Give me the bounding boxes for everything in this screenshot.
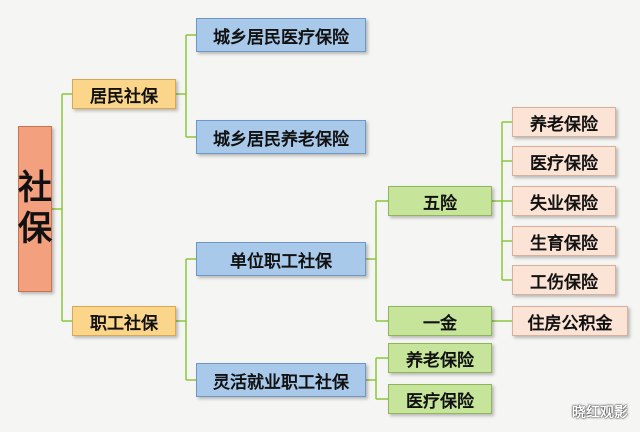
root-label: 社保 <box>18 168 52 250</box>
root-label-char: 社 <box>18 168 52 209</box>
resident-pension-label: 城乡居民养老保险 <box>213 129 349 150</box>
node-flexible-pension: 养老保险 <box>388 343 492 373</box>
watermark-text: 晓红观影 <box>572 405 628 421</box>
maternity-insurance-label: 生育保险 <box>530 233 598 254</box>
connector-resident <box>176 34 196 138</box>
housing-fund-label: 住房公积金 <box>527 313 613 334</box>
flexible-employee-label: 灵活就业职工社保 <box>213 372 349 393</box>
connector-employee <box>176 258 196 381</box>
node-work-injury-insurance: 工伤保险 <box>512 265 616 295</box>
node-housing-fund: 住房公积金 <box>512 306 628 336</box>
resident-label: 居民社保 <box>90 86 158 107</box>
node-unemployment-insurance: 失业保险 <box>512 186 616 216</box>
node-flexible-employee: 灵活就业职工社保 <box>196 363 366 397</box>
pension-insurance-label: 养老保险 <box>530 114 598 135</box>
work-injury-insurance-label: 工伤保险 <box>530 272 598 293</box>
node-resident-pension: 城乡居民养老保险 <box>196 120 366 154</box>
node-unit-employee: 单位职工社保 <box>196 242 366 276</box>
node-maternity-insurance: 生育保险 <box>512 226 616 256</box>
connector-root <box>52 93 72 322</box>
flexible-pension-label: 养老保险 <box>406 350 474 371</box>
root-node-social-insurance: 社保 <box>18 126 52 292</box>
root-label-char: 保 <box>18 209 52 249</box>
flexible-medical-label: 医疗保险 <box>406 391 474 412</box>
node-flexible-medical: 医疗保险 <box>388 384 492 414</box>
five-insurances-label: 五险 <box>423 193 457 214</box>
node-resident-social-insurance: 居民社保 <box>72 79 176 109</box>
medical-insurance-label: 医疗保险 <box>530 153 598 174</box>
employee-label: 职工社保 <box>90 313 158 334</box>
one-fund-label: 一金 <box>423 313 457 334</box>
resident-medical-label: 城乡居民医疗保险 <box>213 27 349 48</box>
connector-five <box>492 121 512 281</box>
node-employee-social-insurance: 职工社保 <box>72 306 176 336</box>
node-pension-insurance: 养老保险 <box>512 107 616 137</box>
node-one-fund: 一金 <box>388 306 492 336</box>
unemployment-insurance-label: 失业保险 <box>530 193 598 214</box>
node-five-insurances: 五险 <box>388 186 492 216</box>
connector-unit <box>366 200 388 322</box>
unit-employee-label: 单位职工社保 <box>230 251 332 272</box>
connector-flexible <box>366 357 388 400</box>
node-resident-medical: 城乡居民医疗保险 <box>196 18 366 52</box>
node-medical-insurance: 医疗保险 <box>512 146 616 176</box>
